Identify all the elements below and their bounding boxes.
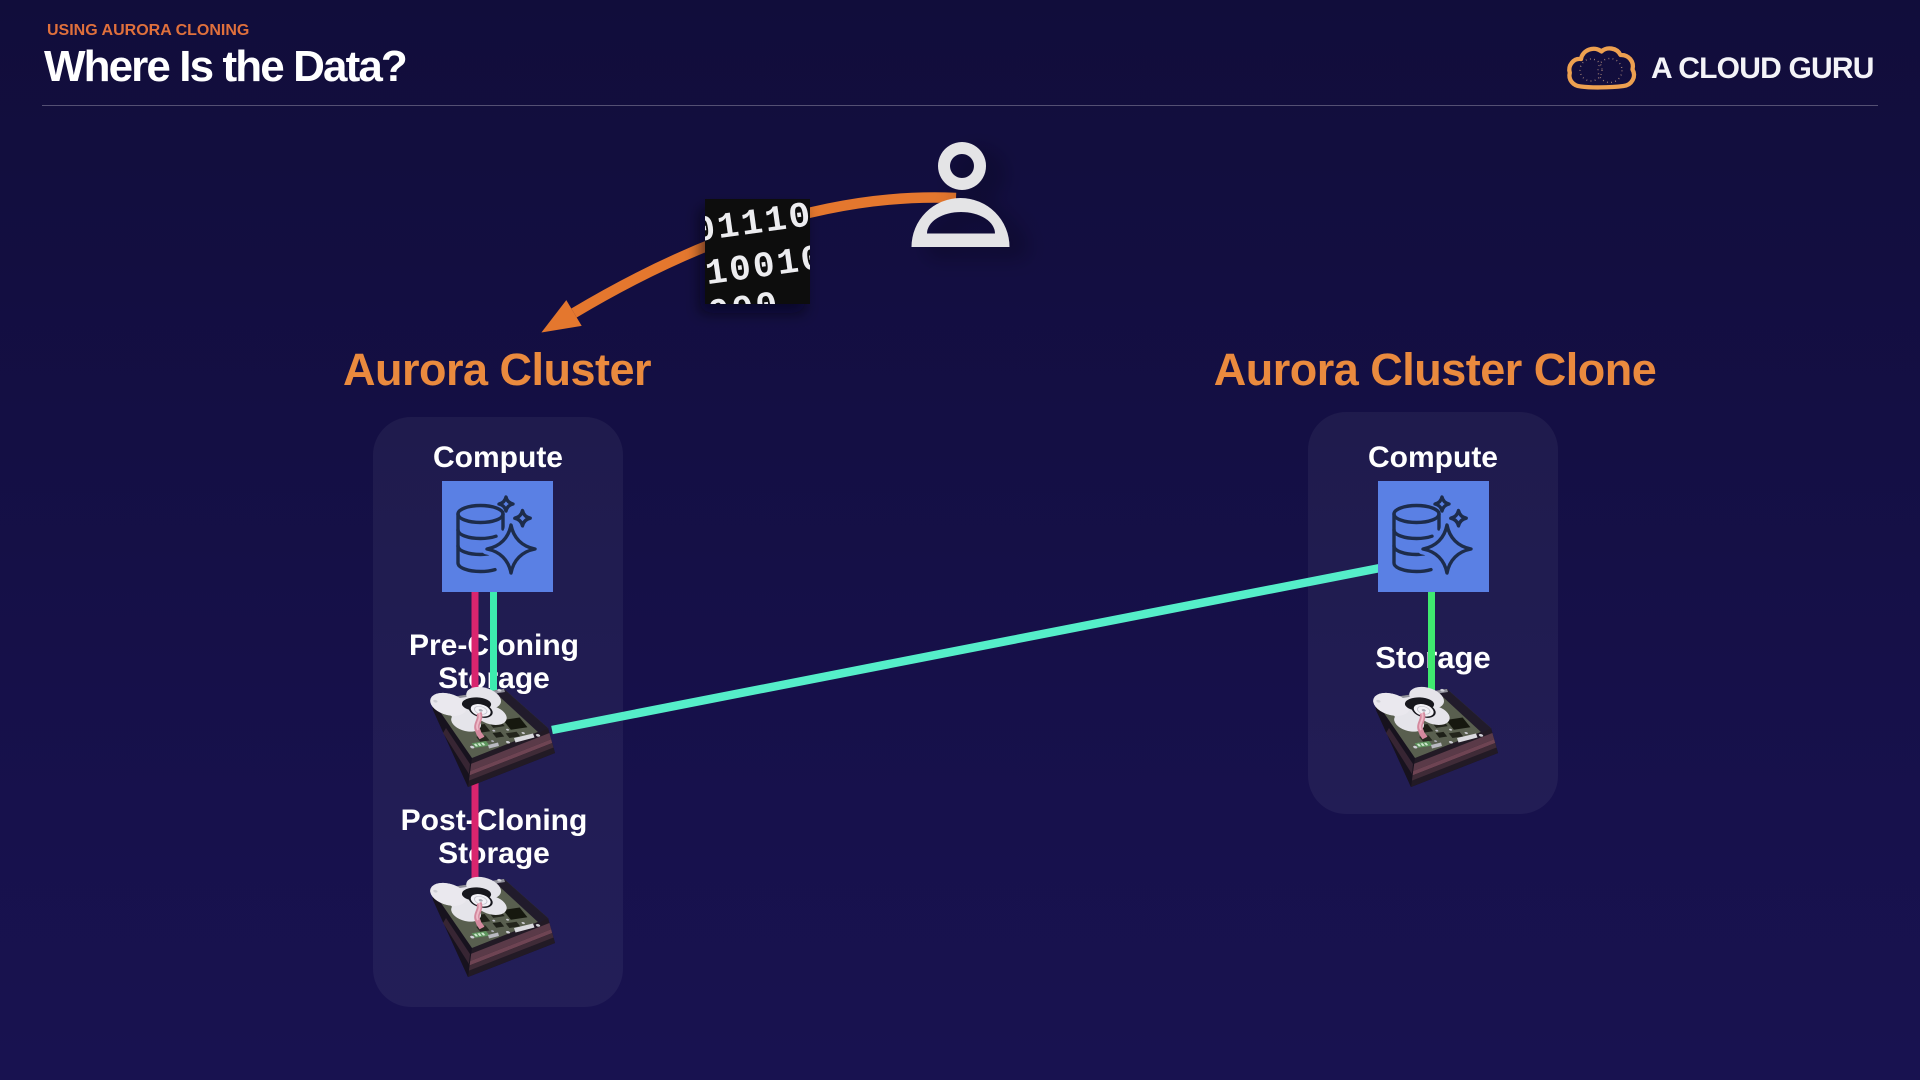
svg-text:000: 000 — [706, 285, 783, 336]
svg-text:Aurora Cluster Clone: Aurora Cluster Clone — [1214, 344, 1657, 395]
svg-text:Compute: Compute — [1368, 441, 1498, 474]
svg-text:Compute: Compute — [433, 441, 563, 474]
svg-text:Storage: Storage — [438, 837, 550, 870]
svg-text:Aurora Cluster: Aurora Cluster — [343, 344, 651, 395]
svg-text:Post-Cloning: Post-Cloning — [401, 804, 588, 837]
